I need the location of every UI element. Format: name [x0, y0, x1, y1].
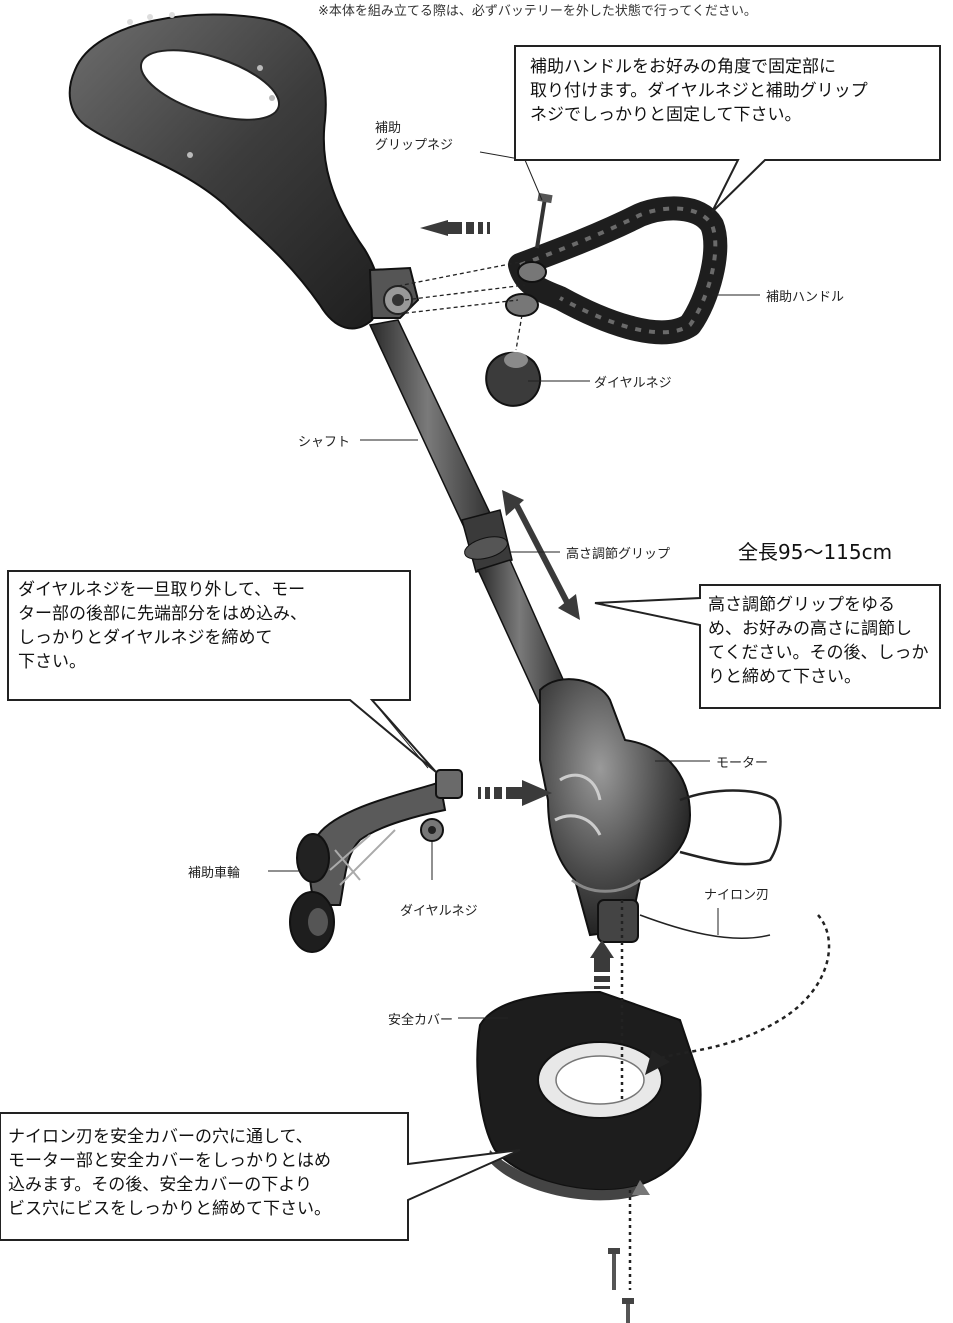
wheel-arrow [478, 780, 552, 806]
leader-lines [268, 151, 760, 1019]
blade-arrow-head [645, 1050, 670, 1075]
callout-handle-text: 補助ハンドルをお好みの角度で固定部に 取り付けます。ダイヤルネジと補助グリップ … [530, 57, 868, 125]
aux-handle [485, 192, 728, 407]
label-shaft: シャフト [298, 435, 351, 450]
height-arrow [502, 490, 580, 620]
label-aux-wheel: 補助車輪 [188, 866, 241, 881]
callout-cover-box [0, 1112, 521, 1241]
assembly-warning-note: ※本体を組み立てる際は、必ずバッテリーを外した状態で行ってください。 [318, 4, 757, 19]
label-motor: モーター [716, 756, 769, 771]
cover-screws [608, 1248, 634, 1323]
safety-cover [476, 990, 702, 1201]
label-grip-screw: 補助 グリップネジ [375, 121, 454, 153]
callout-cover-text: ナイロン刃を安全カバーの穴に通して、 モーター部と安全カバーをしっかりとはめ 込… [8, 1127, 331, 1219]
motor [539, 678, 782, 943]
label-dial-screw-top: ダイヤルネジ [594, 376, 672, 391]
label-safety-cover: 安全カバー [388, 1013, 454, 1028]
aux-wheel [289, 769, 463, 953]
total-length-spec: 全長95〜115cm [738, 540, 893, 564]
label-aux-handle: 補助ハンドル [766, 290, 845, 305]
main-handle [68, 12, 420, 330]
cover-screw-guides [620, 900, 632, 1290]
label-dial-screw-bottom: ダイヤルネジ [400, 904, 478, 919]
label-height-grip: 高さ調節グリップ [566, 547, 671, 562]
handle-arrow [420, 220, 490, 236]
callout-handle-box [514, 45, 941, 213]
callout-wheel-box [7, 570, 437, 773]
shaft [368, 319, 572, 706]
label-nylon-blade: ナイロン刃 [704, 888, 770, 903]
callout-height-text: 高さ調節グリップをゆる め、お好みの高さに調節し てください。その後、しっか り… [708, 595, 929, 687]
callout-wheel-text: ダイヤルネジを一旦取り外して、モー ター部の後部に先端部分をはめ込み、 しっかり… [18, 580, 307, 672]
callout-height-box [594, 584, 941, 709]
cover-arrow [590, 940, 614, 989]
handle-alignment-lines [397, 261, 526, 351]
nylon-blade-line [639, 914, 771, 939]
